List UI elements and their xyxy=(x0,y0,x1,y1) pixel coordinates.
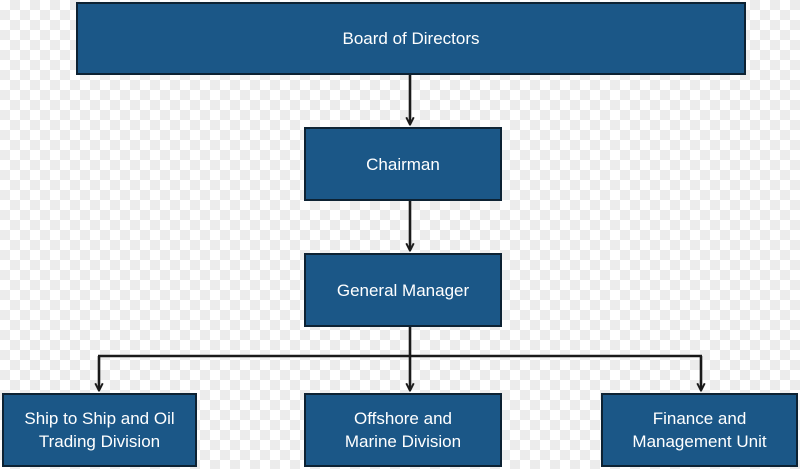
node-chairman: Chairman xyxy=(304,127,502,201)
node-board-of-directors: Board of Directors xyxy=(76,2,746,75)
node-finance-management-unit: Finance and Management Unit xyxy=(601,393,798,467)
node-offshore-marine-division: Offshore and Marine Division xyxy=(304,393,502,467)
node-ship-to-ship-division: Ship to Ship and Oil Trading Division xyxy=(2,393,197,467)
node-general-manager: General Manager xyxy=(304,253,502,327)
